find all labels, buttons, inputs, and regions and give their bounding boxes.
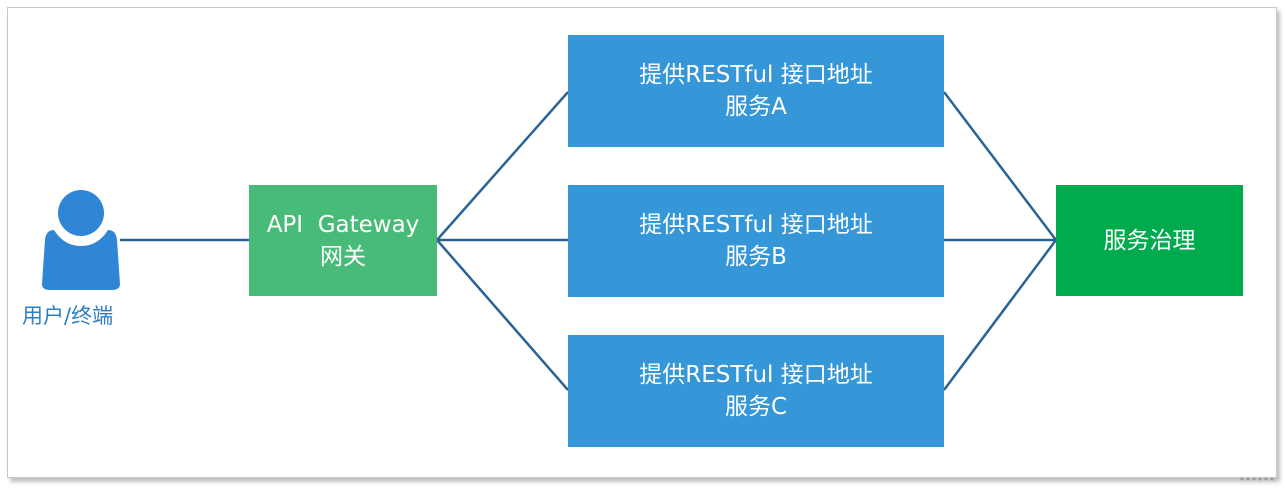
service-c-to-governance-line [942, 239, 1058, 391]
service-a-box[interactable]: 提供RESTful 接口地址 服务A [568, 35, 944, 147]
gateway-to-service-a-line [436, 91, 569, 241]
service-a-to-governance-line [943, 91, 1057, 241]
gateway-to-service-c-line [436, 239, 569, 391]
corner-decoration [1240, 477, 1274, 481]
service-governance-box[interactable]: 服务治理 [1056, 185, 1243, 296]
service-b-box[interactable]: 提供RESTful 接口地址 服务B [568, 185, 944, 297]
api-gateway-box[interactable]: API Gateway 网关 [249, 185, 437, 296]
service-c-name: 服务C [724, 394, 788, 420]
service-b-description: 提供RESTful 接口地址 [639, 212, 873, 238]
service-a-name: 服务A [725, 94, 787, 120]
governance-label: 服务治理 [1103, 227, 1196, 254]
service-c-description: 提供RESTful 接口地址 [639, 362, 873, 388]
service-b-name: 服务B [725, 244, 787, 270]
user-terminal-label: 用户/终端 [22, 304, 114, 328]
gateway-title: API Gateway [266, 211, 420, 238]
service-c-box[interactable]: 提供RESTful 接口地址 服务C [568, 335, 944, 447]
gateway-subtitle: 网关 [320, 243, 366, 270]
user-icon [42, 190, 120, 290]
service-a-description: 提供RESTful 接口地址 [639, 62, 873, 88]
